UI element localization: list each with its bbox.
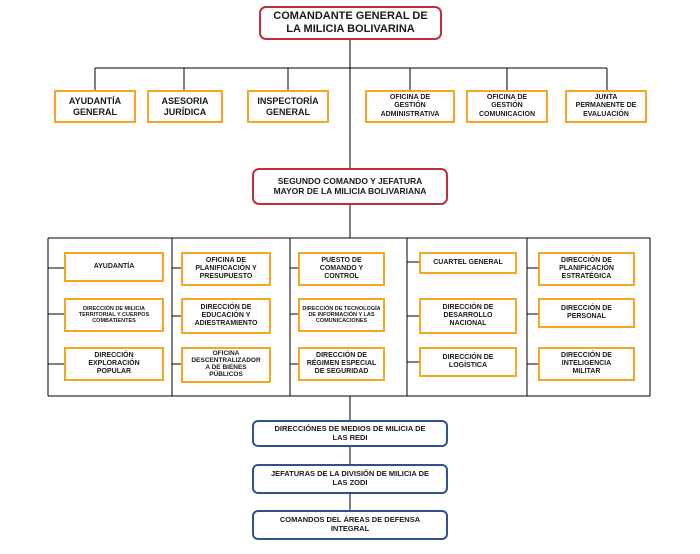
chain-box-zodi: JEFATURAS DE LA DIVISIÓN DE MILICIA DE L…	[252, 464, 448, 494]
unit-label: OFICINA DE PLANIFICACIÓN Y PRESUPUESTO	[195, 256, 257, 281]
unit-label: CUARTEL GENERAL	[433, 258, 503, 266]
chain-label: DIRECCIÓNES DE MEDIOS DE MILICIA DE LAS …	[274, 423, 426, 442]
unit-label: DIRECCIÓN DE LOGÍSTICA	[442, 353, 494, 369]
segundo-comando-box: SEGUNDO COMANDO Y JEFATURA MAYOR DE LA M…	[252, 168, 448, 205]
unit-box-regimen-especial: DIRECCIÓN DE RÉGIMEN ESPECIAL DE SEGURID…	[298, 347, 385, 381]
staff-box-asesoria-juridica: ASESORIA JURÍDICA	[147, 90, 223, 123]
unit-box-inteligencia-militar: DIRECCIÓN DE INTELIGENCIA MILITAR	[538, 347, 635, 381]
unit-box-logistica: DIRECCIÓN DE LOGÍSTICA	[419, 347, 517, 377]
segundo-comando-label: SEGUNDO COMANDO Y JEFATURA MAYOR DE LA M…	[273, 175, 427, 196]
chain-box-redi: DIRECCIÓNES DE MEDIOS DE MILICIA DE LAS …	[252, 420, 448, 447]
unit-label: DIRECCIÓN DE TECNOLOGÍA DE INFORMACIÓN Y…	[302, 305, 381, 325]
unit-label: OFICINA DESCENTRALIZADOR A DE BIENES PÚB…	[191, 350, 261, 378]
staff-box-inspectoria-general: INSPECTORÍA GENERAL	[247, 90, 329, 123]
unit-label: DIRECCIÓN DE PERSONAL	[561, 304, 612, 320]
staff-label: AYUDANTÍA GENERAL	[68, 96, 122, 117]
unit-box-desarrollo-nacional: DIRECCIÓN DE DESARROLLO NACIONAL	[419, 298, 517, 334]
staff-box-gestion-administrativa: OFICINA DE GESTIÓN ADMINISTRATIVA	[365, 90, 455, 123]
unit-box-planificacion-presupuesto: OFICINA DE PLANIFICACIÓN Y PRESUPUESTO	[181, 252, 271, 286]
unit-label: DIRECCIÓN EXPLORACIÓN POPULAR	[88, 351, 140, 376]
comandante-general-box: COMANDANTE GENERAL DE LA MILICIA BOLIVAR…	[259, 6, 442, 40]
unit-label: DIRECCIÓN DE MILICIA TERRITORIAL Y CUERP…	[78, 305, 150, 325]
unit-label: DIRECCIÓN DE EDUCACIÓN Y ADIESTRAMIENTO	[194, 303, 258, 328]
unit-label: PUESTO DE COMANDO Y CONTROL	[319, 256, 364, 281]
unit-box-personal: DIRECCIÓN DE PERSONAL	[538, 298, 635, 328]
unit-label: AYUDANTÍA	[93, 262, 135, 270]
unit-box-cuartel-general: CUARTEL GENERAL	[419, 252, 517, 274]
unit-label: DIRECCIÓN DE PLANIFICACIÓN ESTRATÉGICA	[559, 256, 614, 281]
unit-box-bienes-publicos: OFICINA DESCENTRALIZADOR A DE BIENES PÚB…	[181, 347, 271, 383]
staff-box-gestion-comunicacion: OFICINA DE GESTIÓN COMUNICACION	[466, 90, 548, 123]
staff-label: JUNTA PERMANENTE DE EVALUACIÓN	[575, 94, 637, 118]
chain-box-adi: COMANDOS DEL ÁREAS DE DEFENSA INTEGRAL	[252, 510, 448, 540]
unit-box-puesto-comando: PUESTO DE COMANDO Y CONTROL	[298, 252, 385, 286]
staff-label: OFICINA DE GESTIÓN ADMINISTRATIVA	[380, 94, 440, 118]
staff-box-junta-permanente: JUNTA PERMANENTE DE EVALUACIÓN	[565, 90, 647, 123]
staff-box-ayudantia-general: AYUDANTÍA GENERAL	[54, 90, 136, 123]
chain-label: JEFATURAS DE LA DIVISIÓN DE MILICIA DE L…	[270, 469, 430, 487]
staff-label: ASESORIA JURÍDICA	[161, 96, 209, 117]
chain-label: COMANDOS DEL ÁREAS DE DEFENSA INTEGRAL	[279, 515, 421, 533]
unit-box-educacion-adiestramiento: DIRECCIÓN DE EDUCACIÓN Y ADIESTRAMIENTO	[181, 298, 271, 334]
unit-label: DIRECCIÓN DE INTELIGENCIA MILITAR	[561, 351, 612, 376]
comandante-general-label: COMANDANTE GENERAL DE LA MILICIA BOLIVAR…	[273, 10, 428, 35]
staff-label: INSPECTORÍA GENERAL	[257, 96, 319, 117]
unit-box-ayudantia: AYUDANTÍA	[64, 252, 164, 282]
unit-box-exploracion-popular: DIRECCIÓN EXPLORACIÓN POPULAR	[64, 347, 164, 381]
unit-label: DIRECCIÓN DE DESARROLLO NACIONAL	[442, 303, 494, 328]
unit-label: DIRECCIÓN DE RÉGIMEN ESPECIAL DE SEGURID…	[306, 351, 377, 376]
staff-label: OFICINA DE GESTIÓN COMUNICACION	[479, 94, 535, 118]
unit-box-tecnologia-informacion: DIRECCIÓN DE TECNOLOGÍA DE INFORMACIÓN Y…	[298, 298, 385, 332]
unit-box-planificacion-estrategica: DIRECCIÓN DE PLANIFICACIÓN ESTRATÉGICA	[538, 252, 635, 286]
unit-box-milicia-territorial: DIRECCIÓN DE MILICIA TERRITORIAL Y CUERP…	[64, 298, 164, 332]
